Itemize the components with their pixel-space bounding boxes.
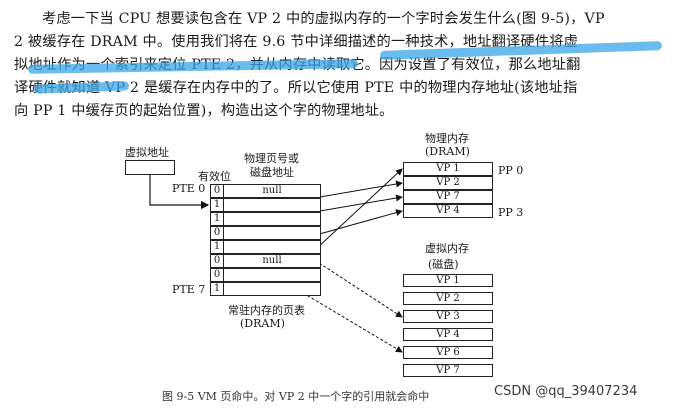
valid-bit: 0: [210, 268, 224, 282]
valid-bit: 1: [210, 240, 224, 254]
watermark: CSDN @qq_39407234: [494, 384, 638, 399]
virtual-memory-title: 虚拟内存: [425, 242, 469, 255]
pp3-label: PP 3: [498, 206, 524, 219]
valid-bit: 0: [210, 184, 224, 198]
pte7-label: PTE 7: [172, 283, 206, 296]
valid-bit: 0: [210, 226, 224, 240]
paragraph-line-1: 考虑一下当 CPU 想要读包含在 VP 2 中的虚拟内存的一个字时会发生什么(图…: [42, 11, 605, 27]
pte-address: null: [223, 254, 321, 268]
pte-address: [223, 198, 321, 212]
pte-address: [223, 212, 321, 226]
valid-bit: 0: [210, 254, 224, 268]
disk-page-2: VP 3: [403, 310, 493, 323]
physical-memory-title: 物理内存: [425, 132, 469, 145]
pte-address: [223, 268, 321, 282]
physical-page-3: VP 4: [403, 204, 493, 218]
disk-page-5: VP 7: [403, 364, 493, 377]
page-table-caption-line1: 常驻内存的页表: [228, 304, 305, 317]
pte-address: [223, 226, 321, 240]
pte-address: [223, 240, 321, 254]
paragraph-line-5: 向 PP 1 中缓存页的起始位置)，构造出这个字的物理地址。: [14, 103, 394, 119]
paragraph-line-2: 2 被缓存在 DRAM 中。使用我们将在 9.6 节中详细描述的一种技术，地址翻…: [14, 34, 578, 50]
ppn-label-line1: 物理页号或: [244, 152, 299, 165]
physical-page-1: VP 2: [403, 176, 493, 190]
valid-bit: 1: [210, 282, 224, 296]
pte0-label: PTE 0: [172, 182, 206, 195]
physical-page-0: VP 1: [403, 162, 493, 176]
virtual-address-label: 虚拟地址: [125, 146, 169, 159]
paragraph-line-4: 译硬件就知道 VP 2 是缓存在内存中的了。所以它使用 PTE 中的物理内存地址…: [14, 80, 578, 96]
virtual-address-box: [125, 160, 175, 175]
page-table-caption-line2: (DRAM): [240, 317, 285, 330]
disk-page-0: VP 1: [403, 274, 493, 287]
valid-bit-label: 有效位: [198, 170, 231, 183]
ppn-label-line2: 磁盘地址: [250, 166, 294, 179]
pte-address: null: [223, 184, 321, 198]
figure-caption: 图 9-5 VM 页命中。对 VP 2 中一个字的引用就会命中: [162, 390, 430, 403]
disk-page-4: VP 6: [403, 346, 493, 359]
disk-page-3: VP 4: [403, 328, 493, 341]
pp0-label: PP 0: [498, 164, 524, 177]
valid-bit: 1: [210, 198, 224, 212]
virtual-memory-subtitle: (磁盘): [428, 258, 459, 271]
disk-page-1: VP 2: [403, 292, 493, 305]
valid-bit: 1: [210, 212, 224, 226]
pte-address: [223, 282, 321, 296]
physical-memory-subtitle: (DRAM): [425, 145, 470, 158]
physical-page-2: VP 7: [403, 190, 493, 204]
